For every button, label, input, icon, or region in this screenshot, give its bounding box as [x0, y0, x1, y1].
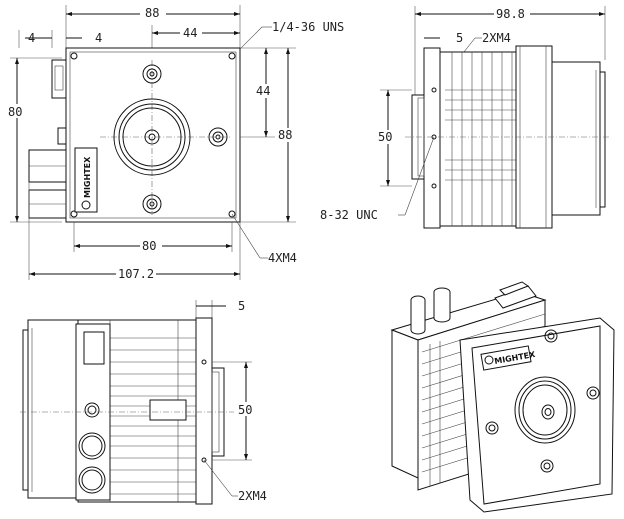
dim-side-spacing: 50: [378, 130, 392, 144]
dim-side-thread: 8-32 UNC: [320, 208, 378, 222]
side-view-right: 98.8 5 2XM4: [320, 6, 610, 229]
dim-hole-spacing: 80: [142, 239, 156, 253]
dim-thread-label: 1/4-36 UNS: [272, 20, 344, 34]
dim-bottom-spacing: 50: [238, 403, 252, 417]
dim-height-left: 80: [8, 105, 22, 119]
dim-mount-holes: 4XM4: [268, 251, 297, 265]
dim-bottom-holes: 2XM4: [238, 489, 267, 503]
dim-offset-right: 4: [95, 31, 102, 45]
dim-height: 88: [278, 128, 292, 142]
front-view: 88 4 4 44 1/4-36 UNS 80: [6, 5, 344, 281]
dim-total-width: 107.2: [118, 267, 154, 281]
side-view-bottom: 5: [20, 299, 267, 505]
dim-bottom-offset: 5: [238, 299, 245, 313]
dim-side-offset: 5: [456, 31, 463, 45]
dim-depth: 98.8: [496, 7, 525, 21]
front-logo: MIGHTEX: [83, 156, 92, 198]
iso-view: MIGHTEX: [390, 281, 615, 513]
dim-side-holes: 2XM4: [482, 31, 511, 45]
dim-front-width: 88: [145, 6, 159, 20]
dim-offset-left: 4: [28, 31, 35, 45]
dim-half-height: 44: [256, 84, 270, 98]
dim-half-width: 44: [183, 26, 197, 40]
